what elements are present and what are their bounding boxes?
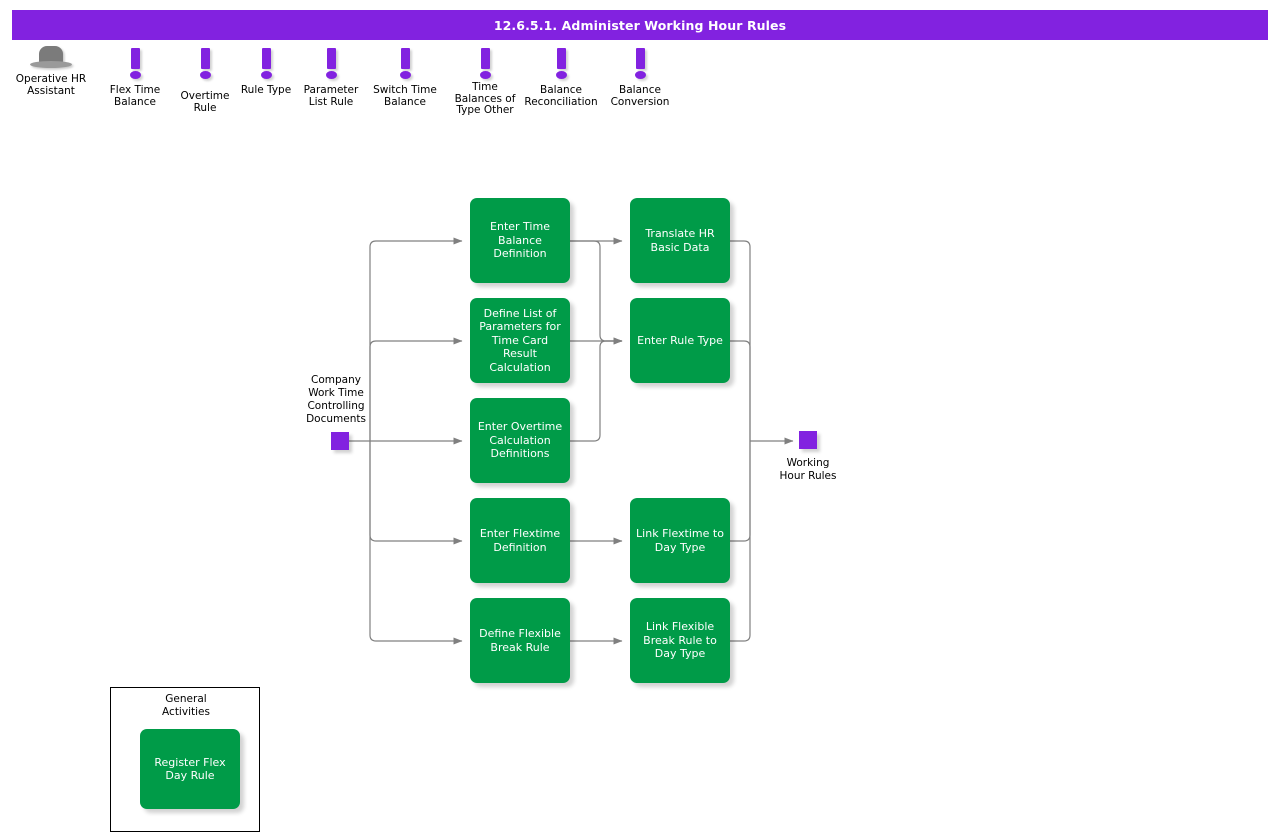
wire-link-flextime-to-day-type-to-output-trunk — [730, 441, 751, 542]
exclamation-icon — [551, 48, 571, 82]
activity-enter-overtime-calculation-definitions[interactable]: Enter Overtime Calculation Definitions — [470, 398, 570, 483]
exclamation-icon — [256, 48, 276, 82]
page-title: 12.6.5.1. Administer Working Hour Rules — [12, 10, 1268, 40]
activity-define-list-of-parameters[interactable]: Define List of Parameters for Time Card … — [470, 298, 570, 383]
exclamation-icon — [630, 48, 650, 82]
strip-item-label: Parameter List Rule — [303, 84, 359, 108]
bowler-hat-icon — [28, 46, 74, 72]
activity-register-flex-day-rule[interactable]: Register Flex Day Rule — [140, 729, 240, 809]
activity-enter-flextime-definition[interactable]: Enter Flextime Definition — [470, 498, 570, 583]
strip-item-balance-reconciliation[interactable]: Balance Reconciliation — [507, 44, 615, 108]
strip-item-label: Time Balances of Type Other — [454, 81, 516, 116]
wire-bus-to-enter-flextime-definition — [369, 441, 463, 545]
data-object-company-work-time-controlling-documents[interactable] — [331, 432, 349, 450]
icon-strip: Operative HR Assistant Flex Time Balance… — [0, 44, 1280, 134]
strip-item-label: Balance Conversion — [610, 84, 670, 108]
activity-link-flextime-to-day-type[interactable]: Link Flextime to Day Type — [630, 498, 730, 583]
activity-translate-hr-basic-data[interactable]: Translate HR Basic Data — [630, 198, 730, 283]
wire-enter-time-balance-definition-to-enter-rule-type — [570, 240, 623, 345]
activity-link-flexible-break-rule-to-day-type[interactable]: Link Flexible Break Rule to Day Type — [630, 598, 730, 683]
exclamation-icon — [475, 48, 495, 82]
wire-enter-overtime-calculation-definitions-to-enter-rule-type — [570, 337, 623, 442]
wire-bus-to-define-flexible-break-rule — [369, 441, 463, 645]
strip-item-balance-conversion[interactable]: Balance Conversion — [586, 44, 694, 108]
strip-item-label: Operative HR Assistant — [15, 73, 87, 97]
strip-item-parameter-list-rule[interactable]: Parameter List Rule — [277, 44, 385, 108]
strip-item-overtime-rule[interactable]: Overtime Rule — [151, 44, 259, 114]
strip-item-operative-hr-assistant[interactable]: Operative HR Assistant — [0, 44, 105, 97]
strip-item-switch-time-balance[interactable]: Switch Time Balance — [351, 44, 459, 108]
activity-enter-rule-type[interactable]: Enter Rule Type — [630, 298, 730, 383]
exclamation-icon — [125, 48, 145, 82]
activity-enter-time-balance-definition[interactable]: Enter Time Balance Definition — [470, 198, 570, 283]
strip-item-label: Rule Type — [240, 84, 292, 96]
general-activities-title: General Activities — [162, 693, 210, 718]
strip-item-label: Overtime Rule — [180, 90, 230, 114]
exclamation-icon — [395, 48, 415, 82]
exclamation-icon — [321, 48, 341, 82]
activity-define-flexible-break-rule[interactable]: Define Flexible Break Rule — [470, 598, 570, 683]
input-object-label: Company Work Time Controlling Documents — [306, 374, 366, 425]
strip-item-rule-type[interactable]: Rule Type — [212, 44, 320, 97]
data-object-working-hour-rules[interactable] — [799, 431, 817, 449]
strip-item-time-balances-of-type-other[interactable]: Time Balances of Type Other — [431, 44, 539, 117]
wire-link-flexible-break-rule-to-output-trunk — [730, 441, 751, 642]
wire-enter-rule-type-to-output-trunk — [730, 340, 751, 441]
strip-item-flex-time-balance[interactable]: Flex Time Balance — [81, 44, 189, 108]
strip-item-label: Balance Reconciliation — [524, 84, 598, 108]
strip-item-label: Switch Time Balance — [373, 84, 437, 108]
exclamation-icon — [195, 48, 215, 82]
wire-translate-hr-basic-data-to-output-trunk — [730, 240, 751, 441]
strip-item-label: Flex Time Balance — [109, 84, 161, 108]
output-object-label: Working Hour Rules — [779, 457, 837, 482]
